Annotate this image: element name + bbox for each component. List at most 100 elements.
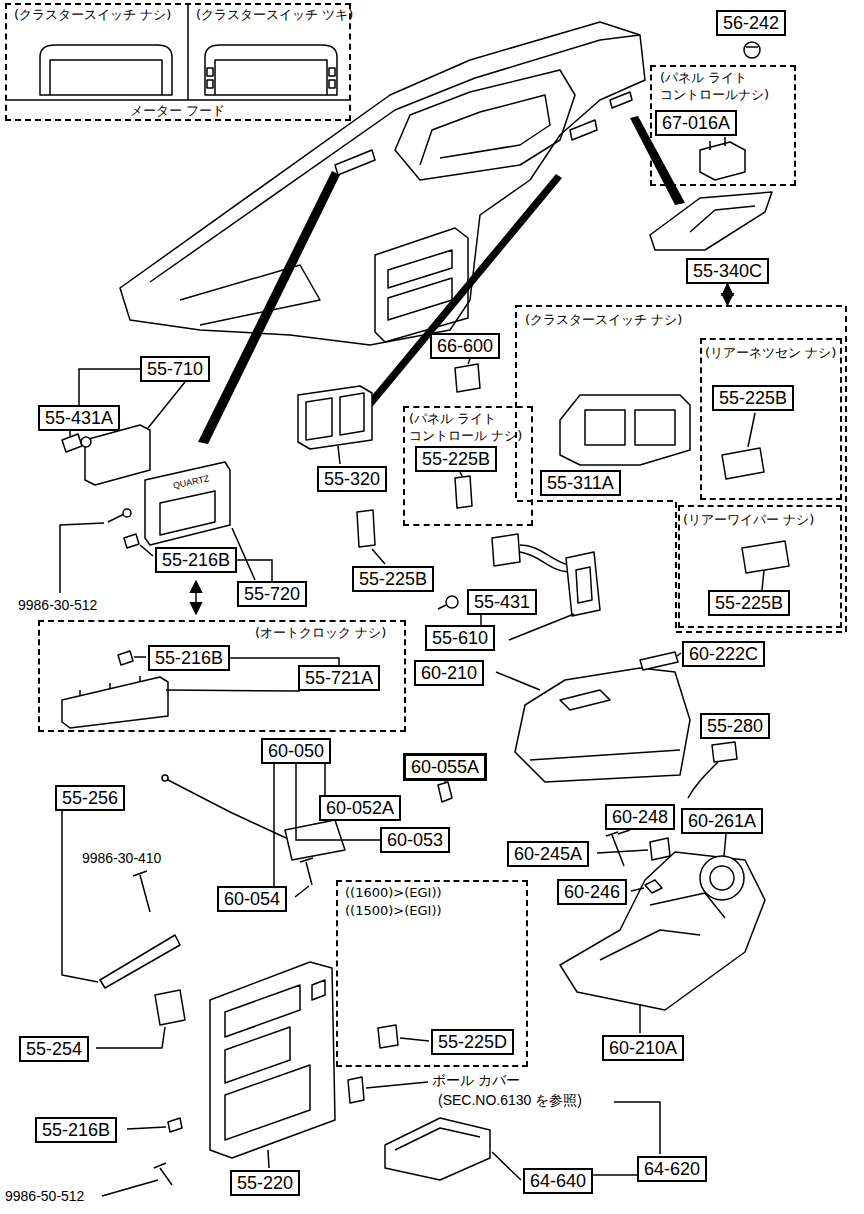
switch [566,552,600,616]
part-number: 55-431 [474,592,530,612]
clip [124,534,139,548]
part-number: 55-311A [547,473,614,493]
connector-line [727,284,729,305]
leader-line [62,811,98,982]
blank-cap [378,1025,398,1048]
callout-box: 55-710 [140,356,210,382]
knob-detail [746,46,758,48]
column-cover-lower [560,852,765,1010]
part-number: 55-280 [707,716,763,736]
leader-line [96,1027,165,1048]
dashboard [120,22,645,345]
leader-line [400,1038,429,1041]
region-outline-path [516,306,846,632]
callout-box: 60-054 [217,886,287,912]
part-number: 55-340C [693,261,762,281]
nut [645,880,662,893]
screw [295,858,313,897]
callout-box: 67-016A [655,110,737,136]
callout-box: 60-245A [507,841,589,867]
screw [133,871,150,912]
meter-opening [420,95,550,165]
callout-box: 56-242 [716,10,786,36]
screw [102,1163,172,1196]
part-number: 56-242 [723,13,779,33]
switch-face [576,567,592,603]
bracket [100,935,180,988]
callout-box: 55-216B [155,547,237,573]
callout-box: 55-225D [431,1029,514,1055]
switch-panel-detail [690,206,755,232]
blank-cap [357,510,375,547]
option-region: (リアーネツセン ナシ)55-225B [700,338,842,500]
dash-switches [570,92,632,140]
part-number: 55-220 [237,1173,293,1193]
callout-box: 64-620 [637,1156,707,1182]
meter-hood [40,45,172,95]
part-number: 55-216B [42,1120,110,1140]
clip [118,651,133,665]
part-number: 60-053 [387,830,443,850]
callout-box: 55-256 [55,785,125,811]
part-number: 55-225B [359,569,427,589]
callout-box: 60-210 [414,660,484,686]
leader-line [631,888,644,891]
clock-slot [335,150,375,175]
part-number: 55-225B [422,449,490,469]
switch-panel [650,192,772,250]
callout-box: 60-053 [380,827,450,853]
meter-hood [205,45,337,95]
connector-line [593,1174,637,1176]
cap [455,364,480,392]
blank-cap [742,541,789,573]
part-number: 55-431A [45,408,113,428]
part-number: 55-225B [715,593,783,613]
center-panel [210,962,335,1158]
connector-line [480,615,482,625]
callout-box: 55-225B [415,446,497,472]
callout-box: 55-225B [352,566,434,592]
part-number: 55-710 [147,359,203,379]
region-heading: ((1600)>(EGI)) [345,884,442,901]
part-number: 64-620 [644,1159,700,1179]
ring-inner [710,866,734,890]
clock-window [160,491,215,535]
callout-box: 55-225B [708,590,790,616]
ashtray-detail [395,1128,480,1150]
callout-box: 60-222C [682,641,765,667]
part-number: 60-222C [689,644,758,664]
option-region: (パネル ライト コントロールナシ)67-016A [650,65,796,186]
callout-box: 55-254 [19,1036,89,1062]
leader-line [597,850,648,853]
bulb [446,596,458,608]
leader-line [366,1082,428,1088]
part-label: ボール カバー [432,1072,520,1088]
part-number: 55-225D [438,1032,507,1052]
part-label: (SEC.NO.6130 を参照) [438,1092,582,1108]
part-number: 60-054 [224,889,280,909]
part-number: 55-720 [244,584,300,604]
part-number: 60-050 [268,741,324,761]
part-number: 55-216B [162,550,230,570]
printed-mark: QUARTZ [172,473,210,491]
leader-line [127,1127,166,1129]
callout-box: 55-311A [540,470,621,496]
connector-line [324,764,326,795]
leader-line [677,653,681,656]
leader-line [748,413,755,447]
leader-line [468,359,470,364]
knob [744,42,760,58]
part-number: 55-610 [432,628,488,648]
part-number: 60-055A [411,757,479,777]
pointer-wedge [365,174,562,406]
cable [168,780,286,838]
callout-box: 55-225B [712,385,794,411]
alternative-arrow [195,581,197,614]
callout-box: 60-052A [319,795,401,821]
blank-cap [722,448,764,479]
part-number: 60-210 [421,663,477,683]
callout-box: 60-248 [605,804,675,830]
wire-connector [712,742,737,762]
callout-box: 55-610 [425,625,495,651]
part-number: 66-600 [437,336,493,356]
